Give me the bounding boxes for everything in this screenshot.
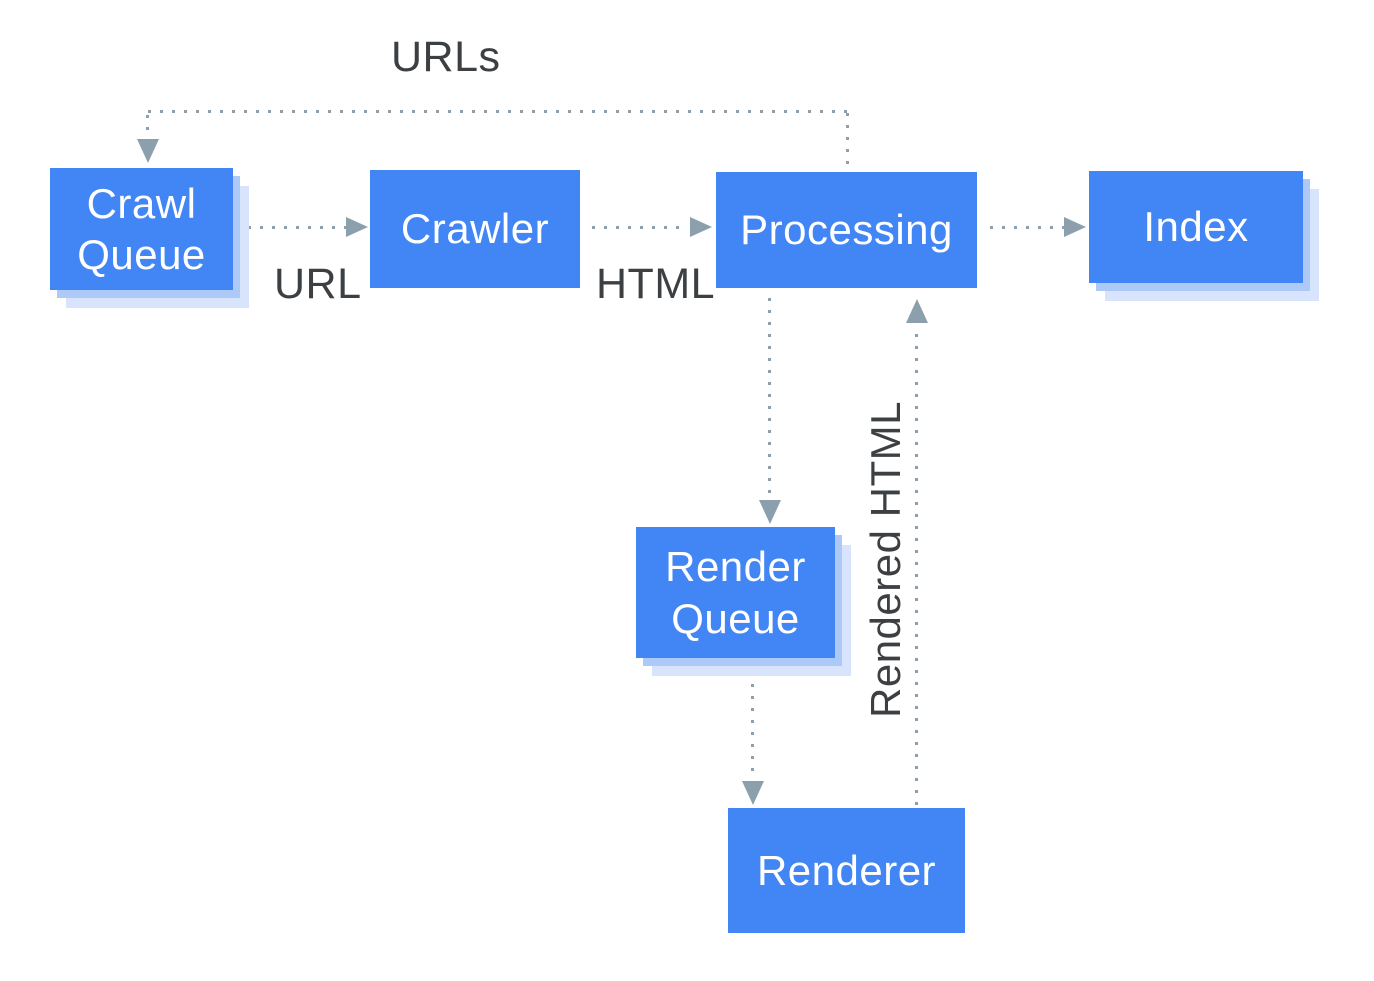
html-edge-label: HTML	[596, 260, 716, 308]
renderer-node: Renderer	[728, 808, 965, 933]
crawler-node: Crawler	[370, 170, 580, 288]
arrowhead-into-renderer	[742, 781, 764, 805]
crawl-queue-node: Crawl Queue	[50, 168, 233, 290]
edge-renderer-to-processing	[915, 334, 918, 806]
arrowhead-into-crawl-queue	[137, 139, 159, 163]
index-node: Index	[1089, 171, 1303, 283]
edge-crawler-to-processing	[592, 226, 688, 229]
edge-processing-to-crawlqueue-right-vertical	[846, 113, 849, 170]
arrowhead-into-render-queue	[759, 500, 781, 524]
rendered-html-edge-label: Rendered HTML	[862, 401, 909, 718]
edge-processing-to-crawlqueue-horizontal	[148, 110, 848, 113]
processing-label: Processing	[740, 206, 953, 254]
render-queue-node: Render Queue	[636, 527, 835, 658]
arrowhead-into-processing	[690, 217, 712, 237]
processing-node: Processing	[716, 172, 977, 288]
edge-processing-to-renderqueue	[768, 298, 771, 500]
renderer-label: Renderer	[756, 846, 937, 894]
arrowhead-up-into-processing	[906, 299, 928, 323]
index-label: Index	[1143, 203, 1249, 251]
url-edge-label: URL	[274, 260, 362, 308]
crawl-queue-label: Crawl Queue	[77, 179, 206, 278]
edge-renderqueue-to-renderer	[751, 672, 754, 780]
render-queue-label: Render Queue	[665, 543, 806, 642]
edge-crawlqueue-to-crawler	[248, 226, 346, 229]
edge-processing-to-crawlqueue-left-vertical	[146, 115, 149, 140]
crawler-label: Crawler	[400, 205, 550, 253]
arrowhead-into-index	[1064, 217, 1086, 237]
arrowhead-into-crawler	[346, 217, 368, 237]
edge-processing-to-index	[990, 226, 1064, 229]
urls-edge-label: URLs	[391, 33, 501, 81]
